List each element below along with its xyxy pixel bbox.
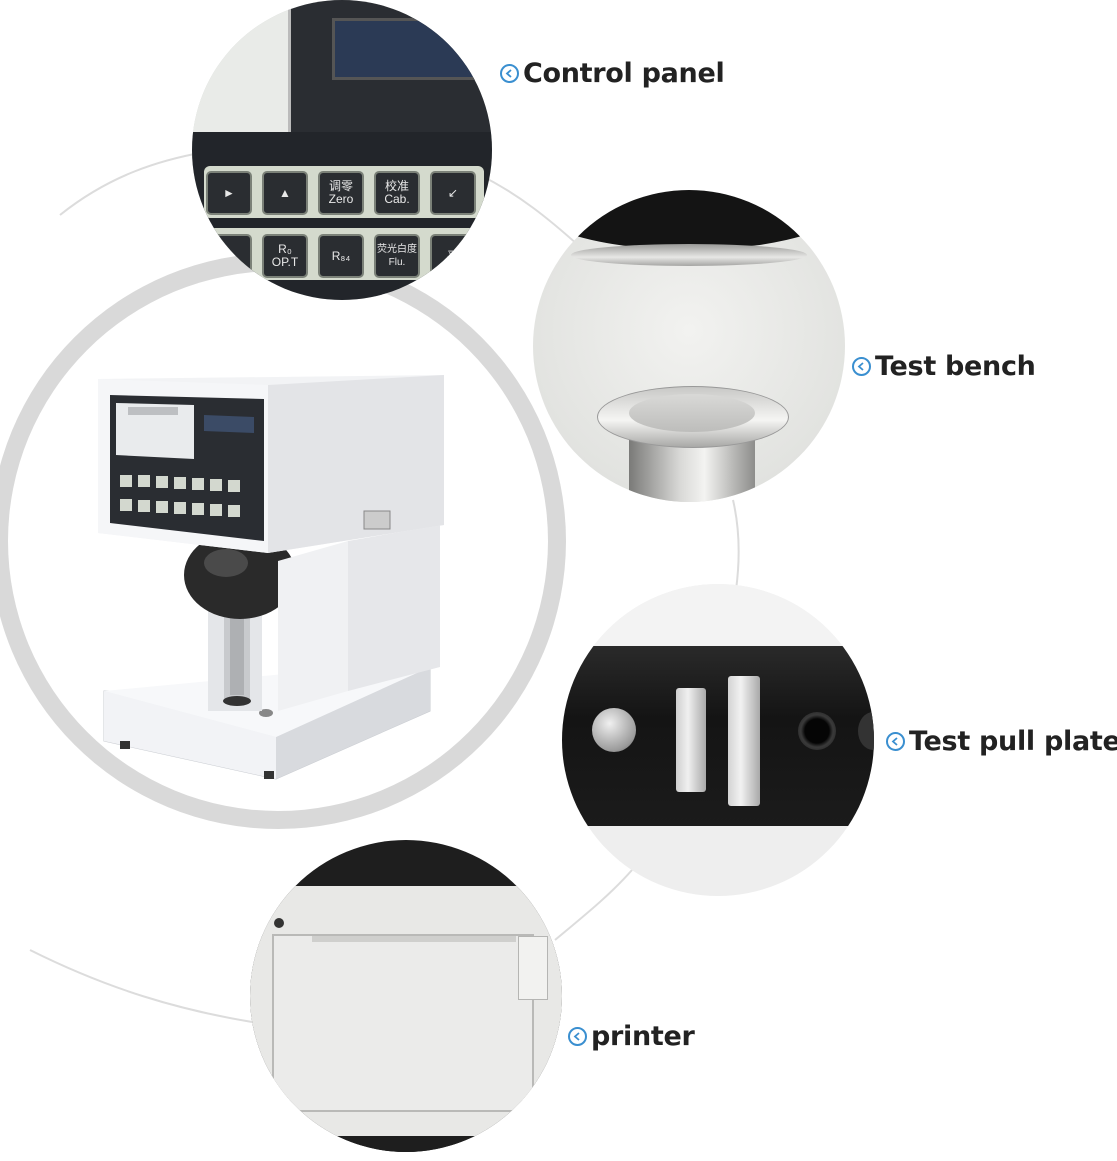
housing-edge	[562, 584, 874, 646]
control-panel-label-text: Control panel	[523, 58, 725, 89]
printer-tab	[518, 936, 548, 1000]
bench-disk-center	[629, 394, 755, 432]
test-pull-plate-label: Test pull plate	[886, 726, 1117, 757]
printer-bottom	[250, 1136, 562, 1152]
connector-control-panel	[59, 151, 206, 216]
key-r84: R₈₄	[318, 234, 364, 278]
chevron-left-icon	[886, 732, 905, 751]
control-panel-closeup: ► ▲ 调零 Zero 校准 Cab. ↙ R₀ OP.T R₈₄ 荧光白度 F…	[192, 0, 492, 300]
sphere-ring	[571, 244, 807, 266]
printer-label: printer	[568, 1021, 695, 1052]
pull-plate-closeup	[562, 584, 874, 896]
connector-printer-left	[29, 949, 253, 1023]
connector-printer	[554, 869, 633, 941]
chevron-left-icon	[568, 1027, 587, 1046]
printer-closeup	[250, 840, 562, 1152]
key-right: ►	[206, 171, 252, 215]
key-zero: 调零 Zero	[318, 171, 364, 215]
connector-pull-plate	[732, 499, 740, 591]
mounting-hole	[798, 712, 836, 750]
metal-tab-left	[676, 688, 706, 792]
product-photo	[8, 271, 548, 811]
test-bench-label-text: Test bench	[875, 351, 1036, 382]
key-up: ▲	[262, 171, 308, 215]
printer-lid	[272, 934, 534, 1112]
key-enter: ↙	[430, 171, 476, 215]
control-panel-label: Control panel	[500, 58, 725, 89]
chevron-left-icon	[500, 64, 519, 83]
test-bench-label: Test bench	[852, 351, 1036, 382]
key-opacity: R₀ OP.T	[262, 234, 308, 278]
chevron-left-icon	[852, 357, 871, 376]
key-calibrate: 校准 Cab.	[374, 171, 420, 215]
key-fluorescence: 荧光白度 Flu.	[374, 234, 420, 278]
test-pull-plate-label-text: Test pull plate	[909, 726, 1117, 757]
integrating-sphere	[533, 190, 845, 250]
lcd-display	[332, 18, 478, 80]
key-blank	[206, 234, 252, 278]
screw-icon	[592, 708, 636, 752]
paper-slot	[312, 936, 516, 942]
printer-label-text: printer	[591, 1021, 695, 1052]
metal-tab-right	[728, 676, 760, 806]
printer-window	[192, 0, 291, 139]
indicator-dot	[274, 918, 284, 928]
whiteness-meter-illustration	[98, 375, 444, 780]
test-bench-closeup	[533, 190, 845, 502]
key-average: 平	[430, 234, 476, 278]
mounting-hole-2	[858, 712, 874, 750]
